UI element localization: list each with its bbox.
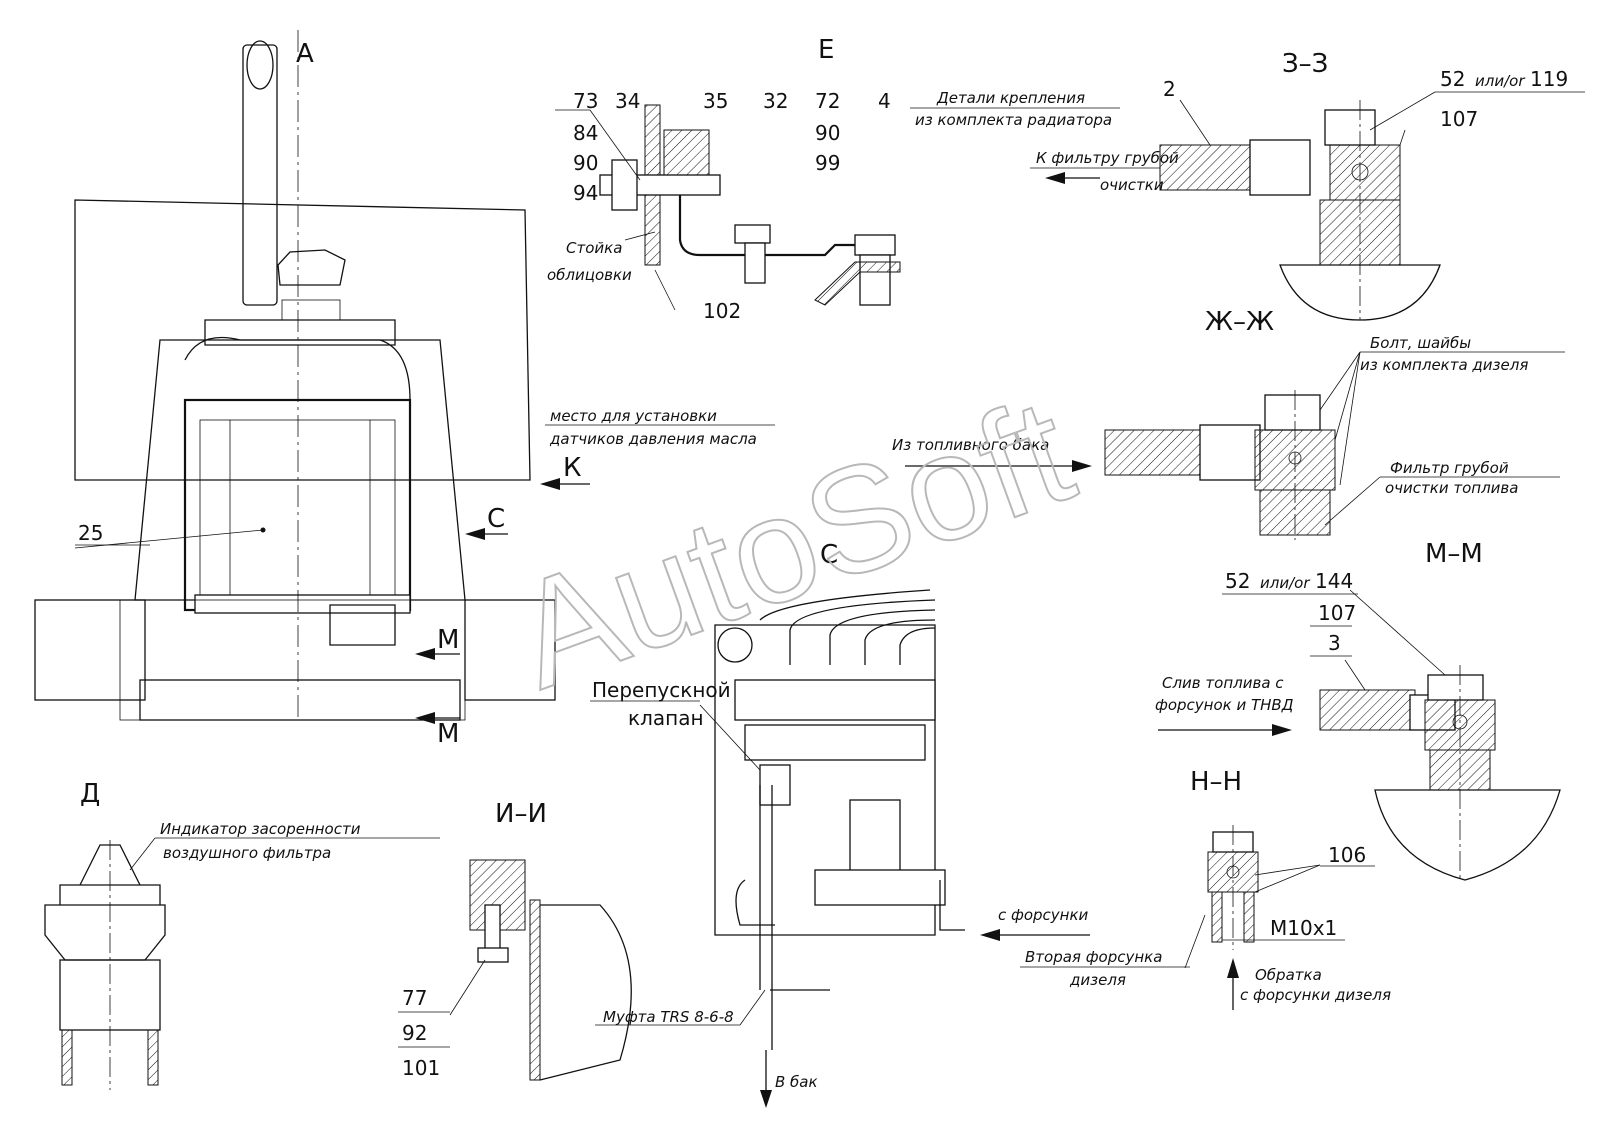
view-c-title: С	[820, 540, 838, 570]
bypass-line1: Перепускной	[592, 678, 731, 702]
pos-73: 73	[573, 89, 598, 113]
section-i-i-title: И–И	[495, 799, 547, 829]
pos-144: 144	[1315, 569, 1353, 593]
section-z-z-title: З–З	[1282, 49, 1328, 79]
or-label-z: или/or	[1475, 72, 1525, 90]
section-n-n-title: Н–Н	[1190, 767, 1242, 797]
section-m-m	[1319, 589, 1561, 881]
section-m-arrow-label-2: М	[437, 719, 459, 749]
filter-line1: Фильтр грубой	[1390, 459, 1509, 477]
pos-106: 106	[1328, 843, 1366, 867]
thread-label: М10х1	[1270, 916, 1337, 940]
bolt-line2: из комплекта дизеля	[1360, 356, 1528, 374]
pos-101: 101	[402, 1056, 440, 1080]
pos-77: 77	[402, 986, 427, 1010]
drain-line1: Слив топлива с	[1162, 674, 1284, 692]
pos-99: 99	[815, 151, 840, 175]
pos-34: 34	[615, 89, 640, 113]
from-tank-label: Из топливного бака	[892, 436, 1049, 454]
second-injector-line1: Вторая форсунка	[1025, 948, 1162, 966]
indicator-line1: Индикатор засоренности	[160, 820, 361, 838]
bypass-line2: клапан	[628, 706, 704, 730]
view-c-arrow-label: С	[487, 504, 505, 534]
section-m-arrow-label-1: М	[437, 625, 459, 655]
to-filter-line1: К фильтру грубой	[1036, 149, 1179, 167]
pos-92: 92	[402, 1021, 427, 1045]
pos-90-left: 90	[573, 151, 598, 175]
second-injector-line2: дизеля	[1069, 971, 1126, 989]
pos-52-m: 52	[1225, 569, 1250, 593]
sensor-note-line2: датчиков давления масла	[549, 430, 757, 448]
view-a-title: А	[296, 39, 314, 69]
to-tank-label: В бак	[775, 1073, 818, 1091]
view-e-title: Е	[818, 35, 834, 65]
view-c-fuel-lines	[595, 589, 1090, 1108]
pos-3: 3	[1328, 631, 1341, 655]
section-zh-zh	[1104, 390, 1336, 540]
view-a-front-assembly	[34, 30, 590, 724]
pos-107-z: 107	[1440, 107, 1478, 131]
pos-94: 94	[573, 181, 598, 205]
coupling-label: Муфта TRS 8-6-8	[603, 1008, 734, 1026]
filter-line2: очистки топлива	[1385, 479, 1518, 497]
pos-119: 119	[1530, 67, 1568, 91]
to-filter-line2: очистки	[1100, 176, 1164, 194]
view-e-radiator-mount	[555, 104, 901, 311]
return-line1: Обратка	[1255, 966, 1322, 984]
section-z-z	[1159, 99, 1441, 321]
pos-4: 4	[878, 89, 891, 113]
view-d-indicator	[44, 837, 166, 1090]
pos-2: 2	[1163, 77, 1176, 101]
or-label-m: или/or	[1260, 574, 1310, 592]
pos-84: 84	[573, 121, 598, 145]
pos-90-right: 90	[815, 121, 840, 145]
stand-line2: облицовки	[547, 266, 632, 284]
sensor-note-line1: место для установки	[550, 407, 717, 425]
pos-32: 32	[763, 89, 788, 113]
from-injector-label: с форсунки	[998, 906, 1089, 924]
section-i-i	[449, 859, 632, 1081]
section-zh-zh-title: Ж–Ж	[1205, 307, 1274, 337]
pos-25: 25	[78, 521, 103, 545]
mount-parts-line1: Детали крепления	[936, 89, 1085, 107]
stand-line1: Стойка	[566, 239, 622, 257]
pos-35: 35	[703, 89, 728, 113]
pos-107-m: 107	[1318, 601, 1356, 625]
pos-102: 102	[703, 299, 741, 323]
pos-52-z: 52	[1440, 67, 1465, 91]
view-d-title: Д	[80, 779, 100, 809]
return-line2: с форсунки дизеля	[1240, 986, 1391, 1004]
section-n-n	[1184, 825, 1345, 1010]
view-k-arrow-label: К	[563, 453, 581, 483]
section-m-m-title: М–М	[1425, 539, 1483, 569]
drain-line2: форсунок и ТНВД	[1155, 696, 1294, 714]
indicator-line2: воздушного фильтра	[163, 844, 331, 862]
bolt-line1: Болт, шайбы	[1370, 334, 1471, 352]
mount-parts-line2: из комплекта радиатора	[915, 111, 1112, 129]
pos-72: 72	[815, 89, 840, 113]
